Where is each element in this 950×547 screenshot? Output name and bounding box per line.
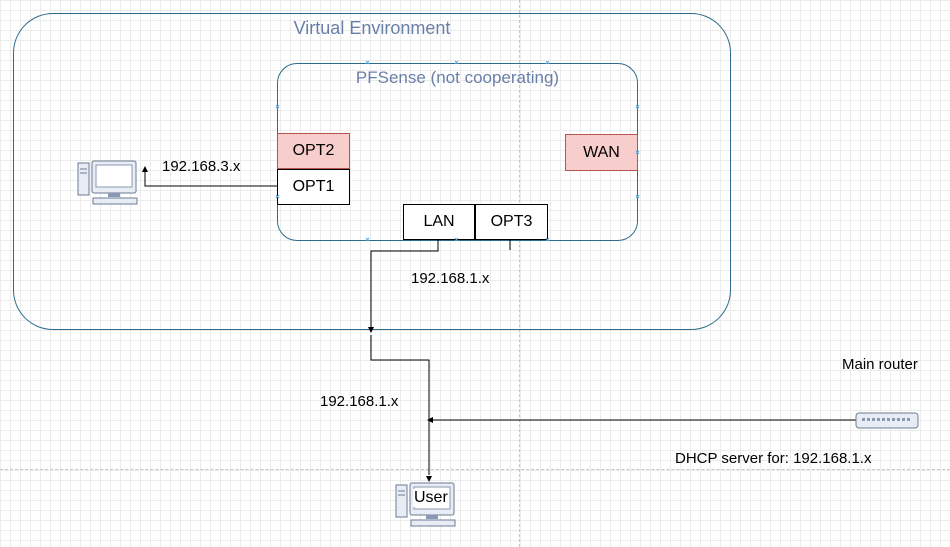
port-wan[interactable]: WAN (565, 134, 638, 171)
arrowhead-router-line (427, 417, 433, 423)
router-label: Main router (842, 356, 918, 373)
page-guide-horizontal (0, 469, 950, 470)
desktop-computer-icon[interactable] (77, 160, 139, 206)
connector-junction-to-user[interactable] (370, 335, 430, 475)
virtual-environment-title: Virtual Environment (293, 18, 451, 38)
port-opt2[interactable]: OPT2 (277, 133, 350, 169)
subnet-label-opt1: 192.168.3.x (162, 158, 241, 175)
subnet-label-user: 192.168.1.x (320, 393, 399, 410)
selection-markers (275, 60, 640, 242)
port-lan[interactable]: LAN (403, 204, 475, 240)
dhcp-label: DHCP server for: 192.168.1.x (675, 450, 872, 467)
arrowhead-junction (368, 327, 374, 333)
arrowhead-user (426, 476, 432, 482)
user-label: User (413, 489, 449, 507)
connector-opt1-to-pc[interactable] (144, 171, 277, 187)
arrowhead-pc (142, 166, 148, 172)
subnet-label-lan: 192.168.1.x (411, 270, 490, 287)
port-opt1[interactable]: OPT1 (277, 169, 350, 205)
page-guide-vertical (519, 0, 520, 547)
connector-lan-to-junction[interactable] (370, 240, 439, 327)
pfsense-title: PFSense (not cooperating) (355, 68, 560, 87)
router-icon[interactable] (855, 411, 919, 431)
port-opt3[interactable]: OPT3 (475, 204, 548, 240)
